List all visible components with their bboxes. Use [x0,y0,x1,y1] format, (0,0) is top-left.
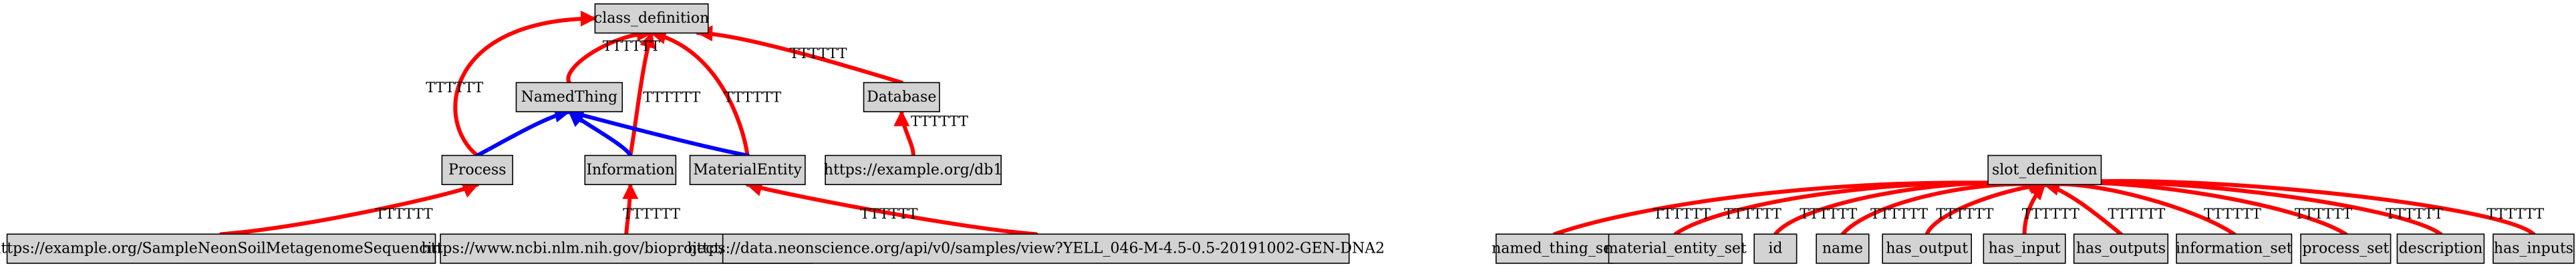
node-box [1608,233,1743,264]
edge-label-name: TTTTTT [1870,206,1928,222]
edge-label-db1: TTTTTT [911,114,968,130]
node-label: https://example.org/db1 [824,162,1002,178]
node-box [441,154,514,185]
edge-Process-to-class_definition [453,10,597,158]
node-label: has_output [1886,241,1968,257]
node-Database[interactable]: Database [863,82,940,112]
edge-neon-to-MaterialEntity [745,180,1038,237]
edge-label-bioproject: TTTTTT [623,206,680,222]
edge-label-has_outputs: TTTTTT [2108,206,2165,222]
node-MaterialEntity[interactable]: MaterialEntity [689,154,806,185]
node-label: slot_definition [1992,162,2098,178]
node-seq[interactable]: https://example.org/SampleNeonSoilMetage… [0,233,451,264]
edge-label-seq: TTTTTT [376,206,433,222]
node-name[interactable]: name [1816,233,1870,264]
edge-MaterialEntity-to-NamedThing [567,108,750,158]
node-box [2073,233,2169,264]
edge-MaterialEntity-to-class_definition [650,28,750,158]
node-box [1495,233,1614,264]
node-information-set[interactable]: information_set [2176,233,2293,264]
node-label: description [2399,241,2483,257]
edge-label-Information: TTTTTT [643,89,700,105]
node-box [1983,233,2066,264]
node-box [515,82,623,112]
edge-label-Process: TTTTTT [426,80,483,96]
node-Process[interactable]: Process [441,154,514,185]
edge-seq-to-Process [219,182,480,237]
edge-has_inputs-to-slot_definition [2042,174,2536,237]
node-neon[interactable]: https://data.neonscience.org/api/v0/samp… [687,233,1385,264]
node-label: named_thing_set [1491,241,1618,257]
node-Information[interactable]: Information [584,154,677,185]
node-has-output[interactable]: has_output [1882,233,1973,264]
node-NamedThing[interactable]: NamedThing [515,82,623,112]
node-id[interactable]: id [1753,233,1798,264]
node-label: https://example.org/SampleNeonSoilMetage… [0,241,451,257]
node-box [1816,233,1870,264]
node-box [863,82,940,112]
node-has-input[interactable]: has_input [1983,233,2066,264]
node-has-inputs[interactable]: has_inputs [2492,233,2575,264]
edge-Process-to-NamedThing [475,106,571,158]
node-label: process_set [2302,241,2389,257]
edge-label-has_inputs: TTTTTT [2486,206,2544,222]
node-box [2396,233,2485,264]
edge-db1-to-Database [893,110,915,158]
node-label: Information [586,162,674,178]
node-box [2176,233,2293,264]
node-process-set[interactable]: process_set [2300,233,2392,264]
edge-label-named_thing_set: TTTTTT [1653,206,1711,222]
edge-has_input-to-slot_definition [2022,182,2047,237]
node-label: information_set [2176,241,2293,257]
node-slot-definition[interactable]: slot_definition [1987,154,2102,185]
node-label: id [1768,241,1782,257]
edge-label-process_set: TTTTTT [2295,206,2352,222]
node-box [689,154,806,185]
node-box [1753,233,1798,264]
node-box [584,154,677,185]
node-box [1882,233,1973,264]
node-label: Database [867,89,936,106]
node-label: https://data.neonscience.org/api/v0/samp… [687,241,1385,257]
edge-label-MaterialEntity: TTTTTT [724,89,781,105]
node-box [825,154,1002,185]
node-label: has_outputs [2076,241,2166,257]
node-box [1987,154,2102,185]
edge-label-material_entity_set: TTTTTT [1724,206,1781,222]
node-label: has_input [1989,241,2061,257]
node-label: Process [448,162,507,178]
node-label: material_entity_set [1604,241,1747,257]
edge-label-information_set: TTTTTT [2204,206,2261,222]
node-label: MaterialEntity [693,162,802,178]
edge-label-NamedThing: TTTTTT [603,38,660,54]
node-box [6,233,436,264]
node-description[interactable]: description [2396,233,2485,264]
edge-has_output-to-slot_definition [1924,178,2047,237]
edge-bioproject-to-Information [622,182,639,237]
node-label: name [1822,241,1863,257]
node-label: has_inputs [2494,241,2573,257]
edge-NamedThing-to-class_definition [566,25,654,85]
node-db1[interactable]: https://example.org/db1 [824,154,1002,185]
edge-label-neon: TTTTTT [860,206,917,222]
edge-Information-to-class_definition [628,31,656,158]
edge-label-id: TTTTTT [1800,206,1857,222]
edge-label-Database: TTTTTT [790,45,847,61]
node-box [2492,233,2575,264]
node-label: class_definition [594,10,709,27]
edge-Database-to-class_definition [696,25,904,85]
edge-label-has_input: TTTTTT [2022,206,2080,222]
edge-label-has_output: TTTTTT [1936,206,1993,222]
node-has-outputs[interactable]: has_outputs [2073,233,2169,264]
node-named-thing-set[interactable]: named_thing_set [1491,233,1618,264]
node-label: NamedThing [521,89,617,106]
edge-label-description: TTTTTT [2386,206,2443,222]
node-class-definition[interactable]: class_definition [594,3,709,34]
node-box [594,3,709,34]
node-box [722,233,1350,264]
node-box [2300,233,2392,264]
node-material-entity-set[interactable]: material_entity_set [1604,233,1747,264]
